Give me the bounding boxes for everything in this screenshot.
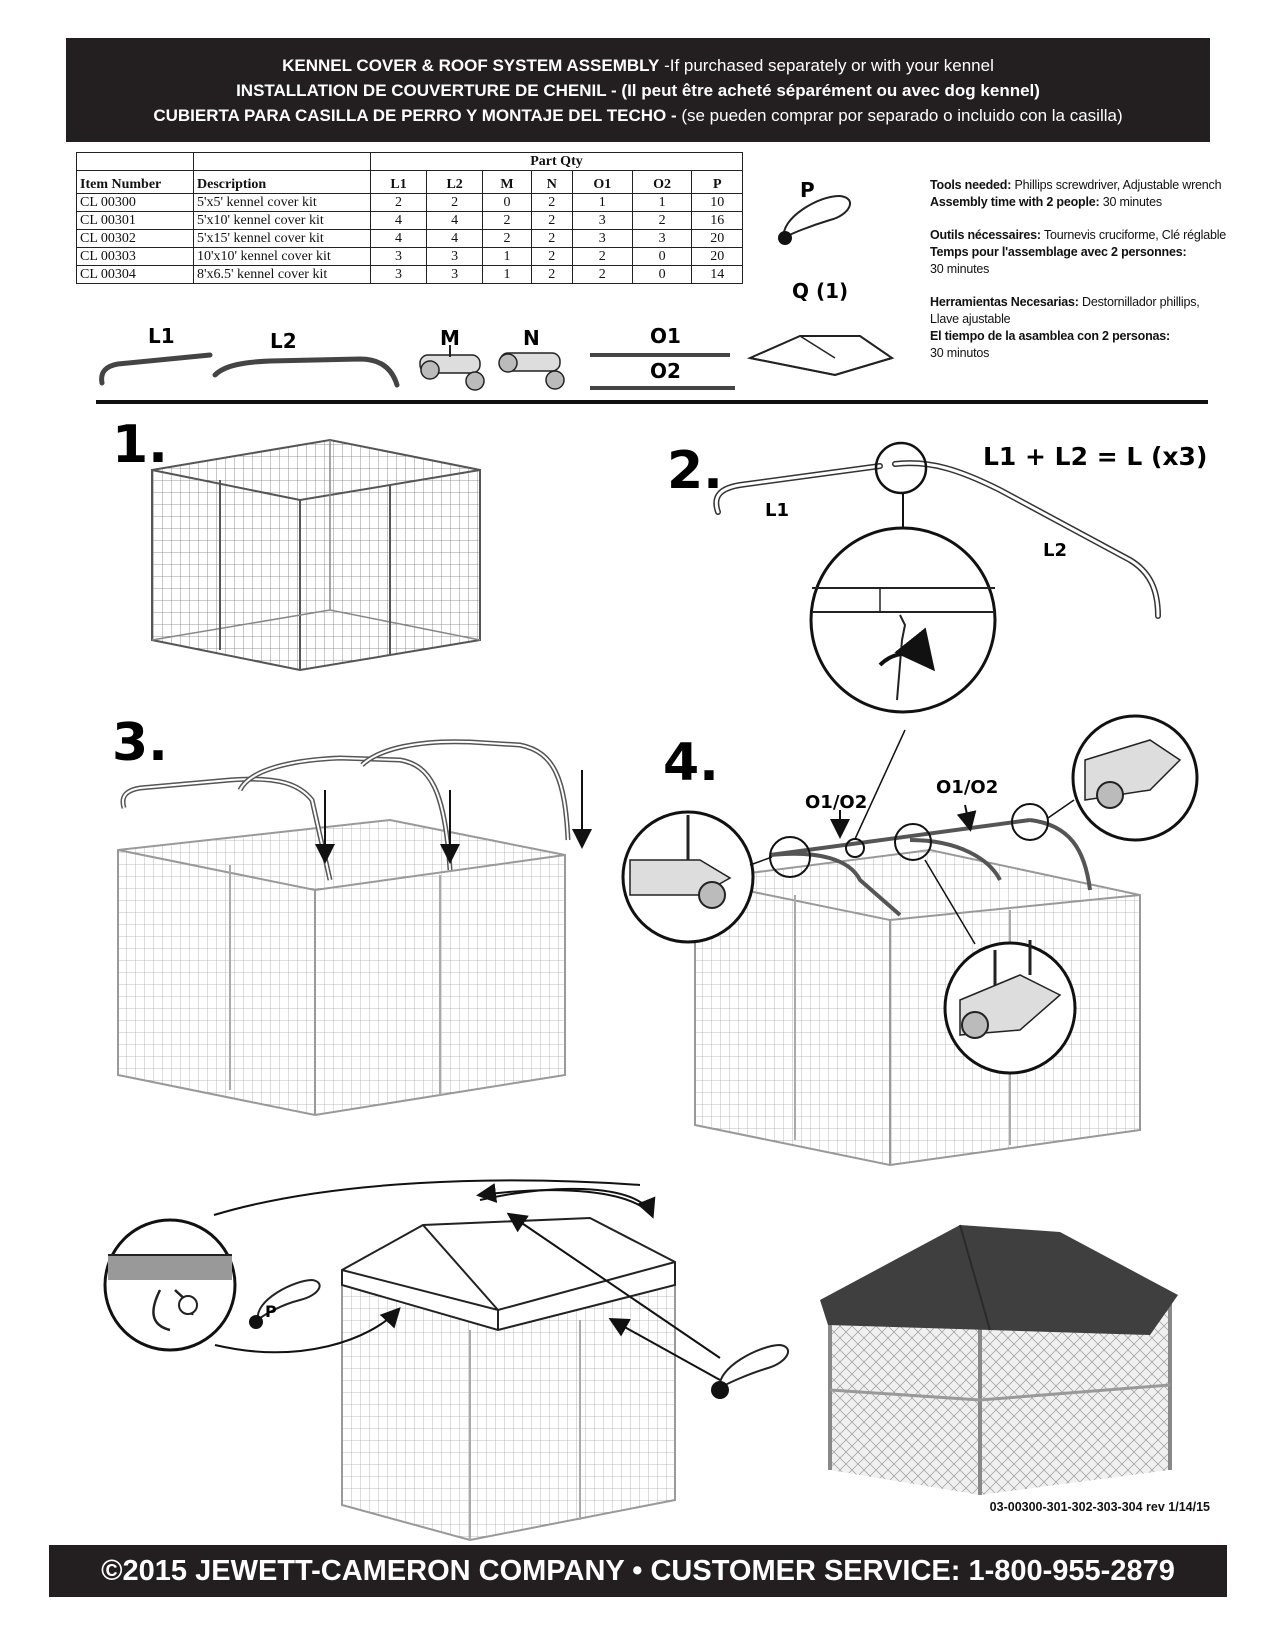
header-banner: KENNEL COVER & ROOF SYSTEM ASSEMBLY -If …	[66, 38, 1210, 142]
tools-info: Tools needed: Phillips screwdriver, Adju…	[930, 177, 1230, 378]
connector-m-icon	[419, 345, 485, 391]
part-l1-label: L1	[148, 324, 175, 348]
tools-es: Herramientas Necesarias: Destornillador …	[930, 294, 1230, 362]
col-header-description: Description	[193, 170, 371, 194]
header-line-en-bold: KENNEL COVER & ROOF SYSTEM ASSEMBLY	[282, 56, 660, 75]
step-1-number: 1.	[112, 415, 168, 475]
step-3-number: 3.	[112, 713, 168, 773]
step-4-number: 4.	[663, 733, 719, 793]
time-fr-label: Temps pour l'assemblage avec 2 personnes…	[930, 245, 1187, 259]
col-header-item-number: Item Number	[76, 170, 194, 194]
table-cell: CL 00303	[76, 247, 194, 266]
part-o1-label: O1	[650, 324, 681, 348]
cover-q-icon	[746, 335, 895, 377]
tools-fr-label: Outils nécessaires:	[930, 228, 1041, 242]
step4-o1o2-label-left: O1/O2	[805, 792, 867, 813]
tools-fr-value: Tournevis cruciforme, Clé réglable	[1040, 228, 1227, 242]
bungee-p-icon	[778, 194, 851, 245]
header-line-fr-bold: INSTALLATION DE COUVERTURE DE CHENIL -	[236, 81, 622, 100]
table-cell: 3	[426, 265, 484, 284]
part-q-label: Q (1)	[792, 279, 848, 303]
section-divider	[96, 400, 1208, 404]
tools-en: Tools needed: Phillips screwdriver, Adju…	[930, 177, 1230, 211]
pipe-l2-icon	[212, 356, 400, 388]
table-cell: 5'x5' kennel cover kit	[193, 193, 371, 212]
tools-fr: Outils nécessaires: Tournevis cruciforme…	[930, 227, 1230, 278]
time-fr-value: 30 minutes	[930, 262, 990, 276]
step2-l2-label: L2	[1043, 540, 1067, 561]
finished-kennel-photo	[820, 1224, 1178, 1495]
table-cell: CL 00301	[76, 211, 194, 230]
pipe-l1-icon	[99, 352, 213, 386]
parts-table-header-row: Item Number Description L1 L2 M N O1 O2 …	[76, 170, 743, 194]
time-es-label: El tiempo de la asamblea con 2 personas:	[930, 329, 1171, 343]
col-header-o1: O1	[571, 170, 633, 194]
table-cell: 2	[426, 193, 484, 212]
header-line-es-rest: (se pueden comprar por separado o inclui…	[681, 106, 1123, 125]
table-cell: 2	[571, 265, 633, 284]
header-line-es: CUBIERTA PARA CASILLA DE PERRO Y MONTAJE…	[66, 103, 1210, 128]
parts-table: Part Qty Item Number Description L1 L2 M…	[76, 152, 743, 284]
step4-kennel-illustration	[621, 714, 1199, 1167]
table-cell: CL 00304	[76, 265, 194, 284]
tools-en-label: Tools needed:	[930, 178, 1012, 192]
col-header-l2: L2	[426, 170, 484, 194]
table-cell: 14	[691, 265, 743, 284]
formula-label: L1 + L2 = L (x3)	[983, 442, 1207, 471]
step4-o1o2-label-right: O1/O2	[936, 777, 998, 798]
table-cell: 20	[691, 229, 743, 248]
step1-kennel-illustration	[151, 438, 481, 672]
header-line-en-rest: -If purchased separately or with your ke…	[659, 56, 994, 75]
header-line-es-bold: CUBIERTA PARA CASILLA DE PERRO Y MONTAJE…	[153, 106, 682, 125]
step5-cover-illustration	[103, 1179, 790, 1542]
header-line-fr: INSTALLATION DE COUVERTURE DE CHENIL - (…	[66, 78, 1210, 103]
table-cell: 3	[369, 265, 428, 284]
part-n-label: N	[523, 326, 540, 350]
document-number: 03-00300-301-302-303-304 rev 1/14/15	[989, 1500, 1210, 1514]
col-header-p: P	[691, 170, 743, 194]
header-line-en: KENNEL COVER & ROOF SYSTEM ASSEMBLY -If …	[66, 38, 1210, 78]
connector-n-icon	[498, 352, 565, 390]
col-header-l1: L1	[369, 170, 428, 194]
table-cell: CL 00300	[76, 193, 194, 212]
footer-banner: ©2015 JEWETT-CAMERON COMPANY • CUSTOMER …	[49, 1545, 1227, 1597]
parts-table-group-row: Part Qty	[76, 152, 743, 171]
table-cell: 2	[530, 265, 573, 284]
tools-es-label: Herramientas Necesarias:	[930, 295, 1079, 309]
part-o2-label: O2	[650, 359, 681, 383]
table-cell: 8'x6.5' kennel cover kit	[193, 265, 371, 284]
step2-l1-label: L1	[765, 500, 789, 521]
step3-kennel-illustration	[117, 739, 592, 1117]
part-m-label: M	[440, 326, 460, 350]
time-en-label: Assembly time with 2 people:	[930, 195, 1100, 209]
step2-pipe-illustration	[713, 441, 1161, 714]
table-cell: 5'x10' kennel cover kit	[193, 211, 371, 230]
step-2-number: 2.	[667, 441, 723, 501]
tools-en-value: Phillips screwdriver, Adjustable wrench	[1011, 178, 1222, 192]
table-cell: 1	[482, 265, 532, 284]
step5-p-label: P	[265, 1302, 277, 1321]
time-en-value: 30 minutes	[1099, 195, 1162, 209]
col-header-o2: O2	[631, 170, 693, 194]
tools-es-value: Destornillador phillips, Llave ajustable	[930, 295, 1200, 326]
part-l2-label: L2	[270, 329, 297, 353]
header-line-fr-rest: (Il peut être acheté séparément ou avec …	[621, 81, 1040, 100]
time-es-value: 30 minutos	[930, 346, 990, 360]
part-p-label: P	[800, 178, 815, 202]
table-cell: 0	[631, 265, 693, 284]
